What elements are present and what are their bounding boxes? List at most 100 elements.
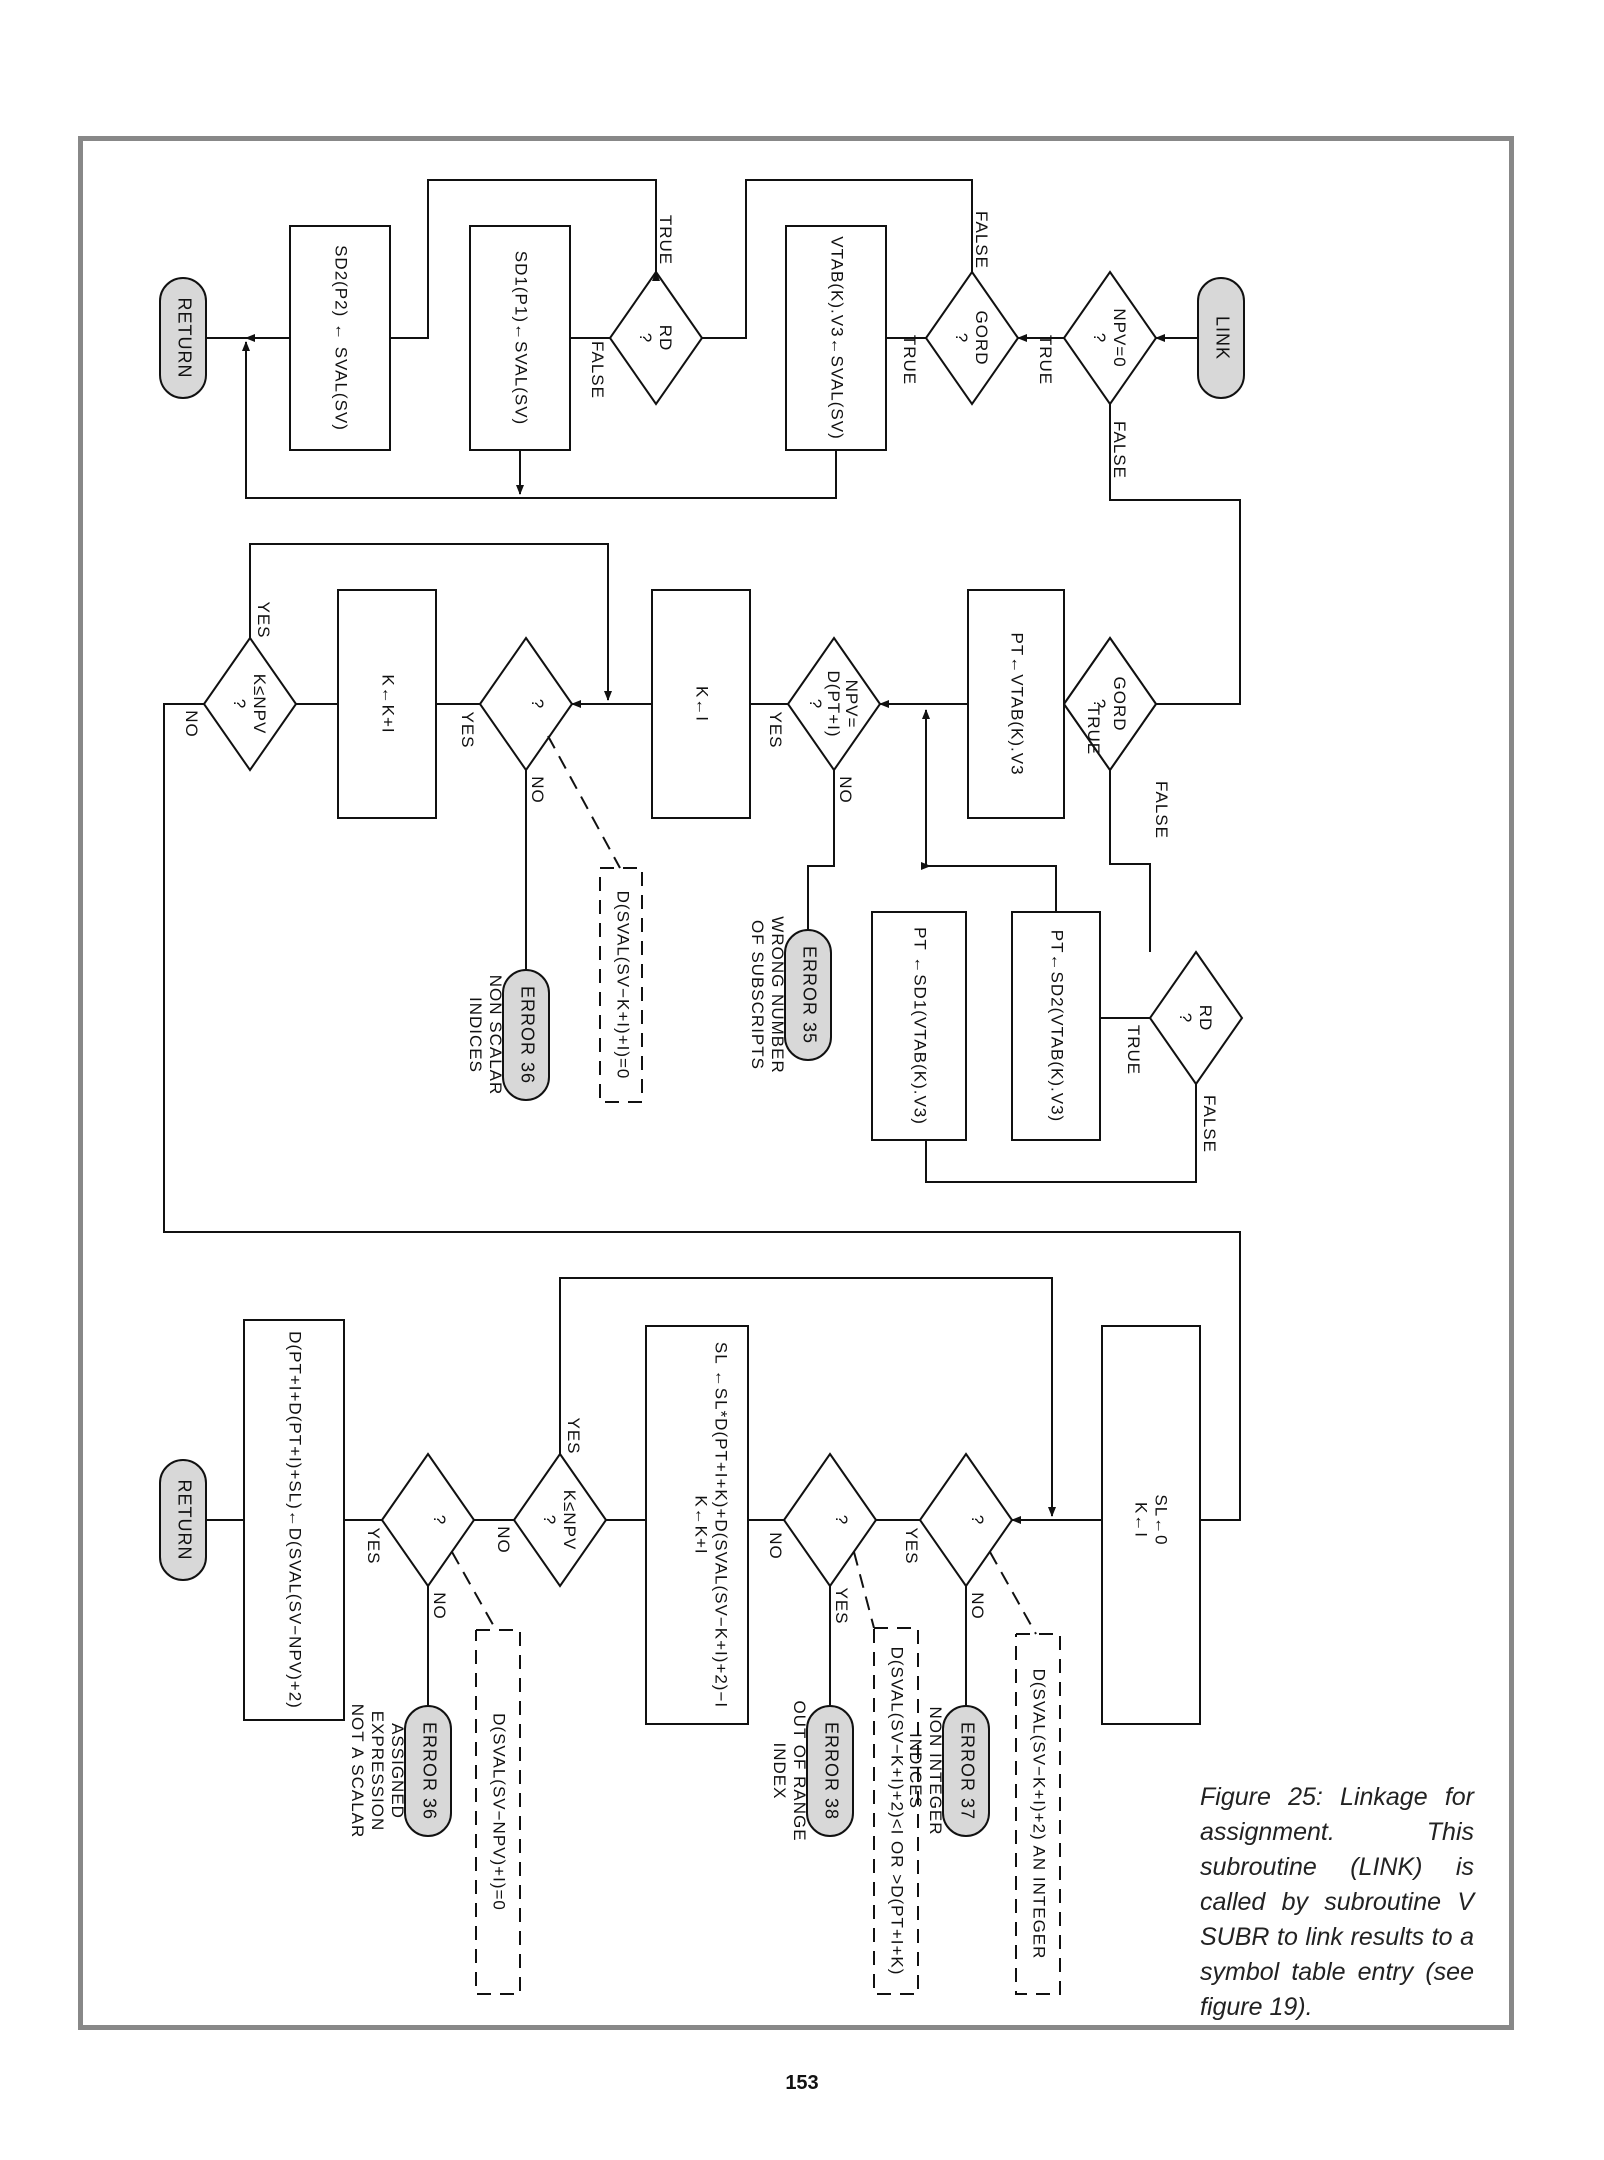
process-sl-init-line2: K←I <box>1132 1502 1151 1538</box>
decision-npv-zero-line1: NPV=0 <box>1110 308 1129 367</box>
note-error-37-line1: NON INTEGER <box>926 1706 945 1835</box>
terminal-error-36-b-label: ERROR 36 <box>419 1722 439 1820</box>
q3-yes-label: YES <box>832 1587 851 1624</box>
q1-no-label: NO <box>528 776 547 804</box>
section-bottom: SL←0 K←I ? YES NO ERROR 37 NON INTEGER I… <box>159 1277 1201 1995</box>
process-pt-sd1: PT ←SD1(VTAB(K).V3) <box>871 911 967 1141</box>
klenpv2-no-label: NO <box>494 1526 513 1554</box>
annotation-a36: D(SVAL(SV−K+I)+I)=0 <box>599 867 643 1103</box>
process-d-final-label: D(PT+I+D(PT+I)+SL)←D(SVAL(SV−NPV)+2) <box>286 1331 305 1709</box>
decision-q3-label: ? <box>832 1515 851 1525</box>
page-number: 153 <box>785 2072 819 2094</box>
section-top: LINK NPV=0 ? TRUE FALSE GORD ? TRUE FALS… <box>159 179 1245 705</box>
decision-k-le-npv-2-line1: K≤NPV <box>560 1490 579 1551</box>
decision-gord-1: GORD ? <box>924 270 1020 406</box>
terminal-link: LINK <box>1197 277 1245 399</box>
rd2-true-label: TRUE <box>1124 1025 1143 1075</box>
decision-rd-1: RD ? <box>608 270 704 406</box>
decision-npv-zero: NPV=0 ? <box>1062 270 1158 406</box>
decision-k-le-npv-2: K≤NPV ? <box>512 1452 608 1588</box>
terminal-return-top-label: RETURN <box>174 298 194 379</box>
decision-rd-2-line1: RD <box>1196 1005 1215 1032</box>
terminal-error-35: ERROR 35 <box>784 929 832 1061</box>
decision-gord-2: GORD ? <box>1062 636 1158 772</box>
process-vtab-assign-label: VTAB(K).V3←SVAL(SV) <box>828 236 847 440</box>
terminal-error-37: ERROR 37 <box>942 1705 990 1837</box>
decision-q1-label: ? <box>528 699 547 709</box>
q3-no-label: NO <box>766 1532 785 1560</box>
annotation-a38-text: D(SVAL(SV−K+I)+2)<I OR >D(PT+I+K) <box>888 1647 907 1976</box>
decision-npv-d-line2: D(PT+I) <box>824 671 843 738</box>
terminal-error-35-label: ERROR 35 <box>799 946 819 1044</box>
q1-yes-label: YES <box>458 711 477 748</box>
annotation-a37-text: D(SVAL(SV−K+I)+2) AN INTEGER <box>1030 1669 1049 1960</box>
decision-k-le-npv-2-line2: ? <box>540 1515 559 1525</box>
annotation-a36b: D(SVAL(SV−NPV)+I)=0 <box>475 1629 521 1995</box>
process-pt-sd2: PT←SD2(VTAB(K).V3) <box>1011 911 1101 1141</box>
decision-rd-2-line2: ? <box>1176 1013 1195 1023</box>
gord2-false-label: FALSE <box>1152 781 1171 839</box>
npv0-false-label: FALSE <box>1110 421 1129 479</box>
annotation-a37: D(SVAL(SV−K+I)+2) AN INTEGER <box>1015 1633 1061 1995</box>
terminal-error-36-a-label: ERROR 36 <box>517 986 537 1084</box>
decision-npv-d-line1: NPV= <box>842 680 861 729</box>
figure-frame <box>78 136 1514 2030</box>
process-sl-calc-line2: K←K+I <box>692 1495 711 1554</box>
rd1-false-label: FALSE <box>588 341 607 399</box>
note-error-36-line1: NON SCALAR <box>486 975 505 1096</box>
decision-q4-label: ? <box>430 1515 449 1525</box>
rd2-false-label: FALSE <box>1200 1095 1219 1153</box>
process-sl-init-line1: SL←0 <box>1152 1494 1171 1545</box>
gord1-true-label: TRUE <box>900 335 919 385</box>
terminal-error-36-a: ERROR 36 <box>502 969 550 1101</box>
npv0-true-label: TRUE <box>1036 335 1055 385</box>
gord1-false-label: FALSE <box>972 211 991 269</box>
process-pt-vtab: PT←VTAB(K).V3 <box>967 589 1065 819</box>
decision-q4: ? <box>380 1452 476 1588</box>
terminal-link-label: LINK <box>1212 316 1232 360</box>
figure-caption: Figure 25: Linkage for assignment. This … <box>1200 1783 1474 2021</box>
decision-gord-2-line2: ? <box>1090 699 1109 709</box>
process-d-final: D(PT+I+D(PT+I)+SL)←D(SVAL(SV−NPV)+2) <box>243 1319 345 1721</box>
decision-k-le-npv-1-line2: ? <box>230 699 249 709</box>
note-error-36b-line1: ASSIGNED <box>388 1723 407 1819</box>
terminal-return-bottom: RETURN <box>159 1459 207 1581</box>
process-sd1-assign: SD1(P1)←SVAL(SV) <box>469 225 571 451</box>
note-error-36b-line3: NOT A SCALAR <box>348 1704 367 1839</box>
decision-rd-2: RD ? <box>1148 950 1244 1086</box>
process-vtab-assign: VTAB(K).V3←SVAL(SV) <box>785 225 887 451</box>
process-sl-calc: SL ←SL*D(PT+I+K)+D(SVAL(SV−K+I)+2)−I K←K… <box>645 1325 749 1725</box>
npvd-yes-label: YES <box>766 711 785 748</box>
klenpv1-no-label: NO <box>182 710 201 738</box>
terminal-return-top: RETURN <box>159 277 207 399</box>
decision-q1: ? <box>478 636 574 772</box>
terminal-error-36-b: ERROR 36 <box>404 1705 452 1837</box>
process-pt-sd1-label: PT ←SD1(VTAB(K).V3) <box>911 927 930 1125</box>
terminal-error-37-label: ERROR 37 <box>957 1722 977 1820</box>
decision-q3: ? <box>782 1452 878 1588</box>
terminal-error-38-label: ERROR 38 <box>821 1722 841 1820</box>
process-sl-calc-line1: SL ←SL*D(PT+I+K)+D(SVAL(SV−K+I)+2)−I <box>712 1342 731 1708</box>
process-sl-init: SL←0 K←I <box>1101 1325 1201 1725</box>
process-sd2-assign-label: SD2(P2) ← SVAL(SV) <box>332 245 351 431</box>
process-sd1-assign-label: SD1(P1)←SVAL(SV) <box>512 251 531 425</box>
process-k-increment: K←K+I <box>337 589 437 819</box>
klenpv2-yes-label: YES <box>564 1417 583 1454</box>
q4-yes-label: YES <box>364 1527 383 1564</box>
process-pt-sd2-label: PT←SD2(VTAB(K).V3) <box>1048 930 1067 1122</box>
process-sd2-assign: SD2(P2) ← SVAL(SV) <box>289 225 391 451</box>
q2-no-label: NO <box>968 1592 987 1620</box>
klenpv1-yes-label: YES <box>254 601 273 638</box>
annotation-a36-text: D(SVAL(SV−K+I)+I)=0 <box>614 891 633 1080</box>
decision-npv-d-line3: ? <box>806 699 825 709</box>
decision-gord-1-line2: ? <box>952 333 971 343</box>
rd1-true-label: TRUE <box>656 215 675 265</box>
decision-gord-1-line1: GORD <box>972 311 991 366</box>
annotation-a36b-text: D(SVAL(SV−NPV)+I)=0 <box>490 1713 509 1911</box>
note-error-36b-line2: EXPRESSION <box>368 1711 387 1832</box>
gord2-true-label: TRUE <box>1084 705 1103 755</box>
decision-rd-1-line1: RD <box>656 325 675 352</box>
terminal-return-bottom-label: RETURN <box>174 1480 194 1561</box>
